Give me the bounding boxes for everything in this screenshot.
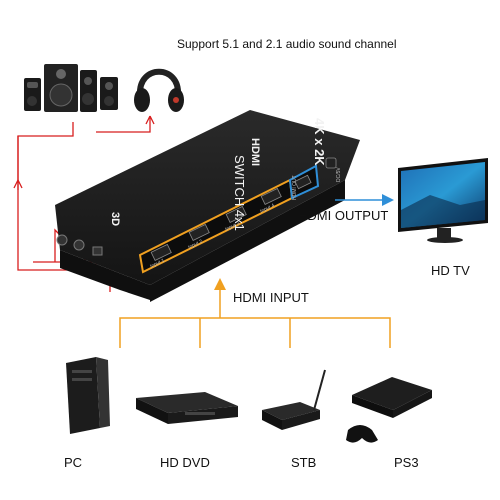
game-console-icon	[352, 377, 432, 418]
device-power-label: DC/5V	[336, 167, 342, 182]
source-label-pc: PC	[64, 455, 83, 470]
hdmi-input-label: HDMI INPUT	[233, 290, 309, 305]
hdmi-input-lines	[119, 285, 391, 348]
source-label-hd-dvd: HD DVD	[160, 455, 210, 470]
device-resolution-label: 4K x 2K	[312, 118, 327, 166]
tv-icon	[398, 158, 488, 243]
dvd-player-icon	[136, 392, 238, 424]
hd-tv-label: HD TV	[431, 263, 470, 278]
device-output-port-label: HDMI OUT	[292, 175, 298, 200]
device-brand-label: HDMI	[249, 138, 261, 166]
hdmi-input-ports	[150, 187, 282, 261]
source-label-ps3: PS3	[394, 455, 419, 470]
headphones-icon	[134, 68, 184, 112]
pc-tower-icon	[66, 357, 110, 434]
device-model-label: SWITCH 4x1	[232, 155, 247, 231]
hdmi-switch-device	[55, 110, 360, 302]
gamepad-icon	[346, 425, 378, 443]
hdmi-output-label: HDMI OUTPUT	[298, 208, 389, 223]
audio-connection-lines	[13, 115, 155, 292]
device-3d-badge: 3D	[109, 212, 121, 226]
audio-support-note: Support 5.1 and 2.1 audio sound channel	[177, 37, 397, 51]
speaker-system-icon	[24, 64, 118, 112]
hdmi-output-arrow	[335, 194, 394, 206]
hdmi-input-arrow	[214, 278, 226, 290]
set-top-box-icon	[262, 369, 326, 430]
source-label-stb: STB	[291, 455, 317, 470]
